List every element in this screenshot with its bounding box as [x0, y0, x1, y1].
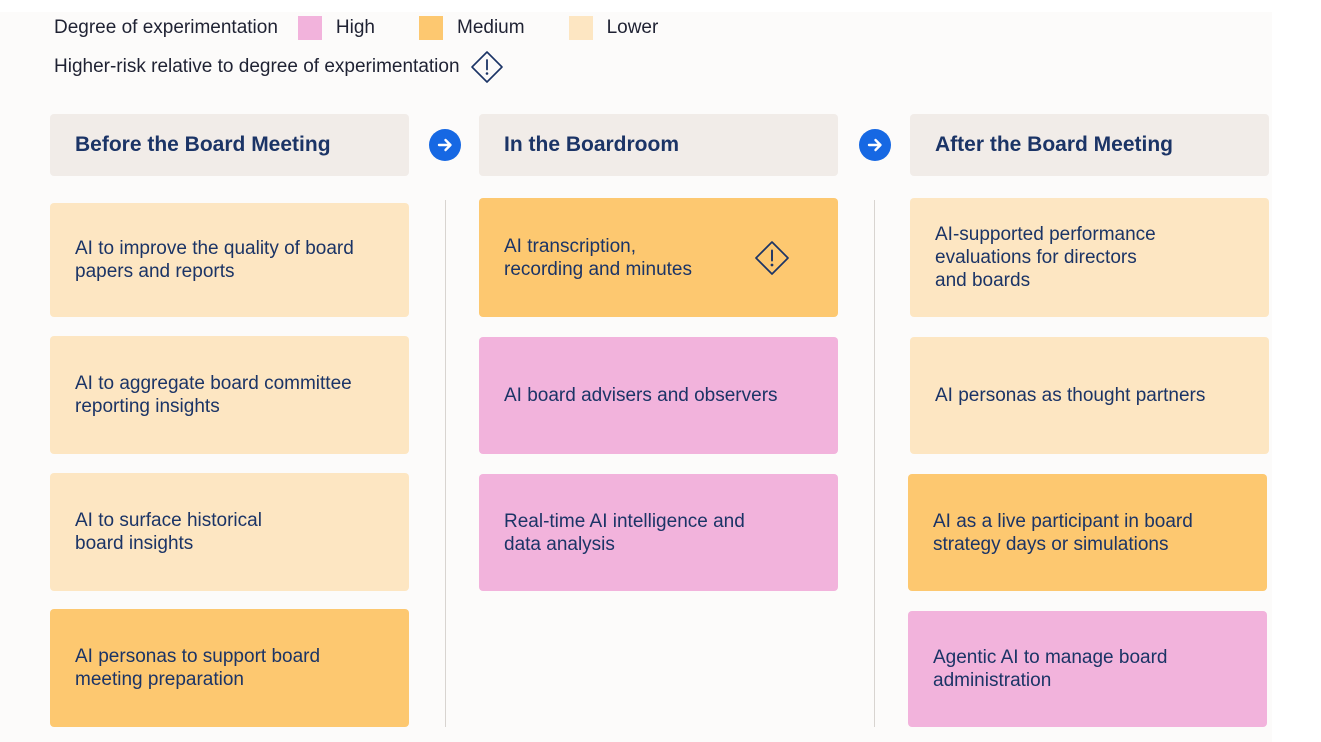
arrow-right-icon: [859, 129, 891, 161]
legend-swatch-medium: [419, 16, 443, 40]
card-transcription-minutes: AI transcription, recording and minutes: [479, 198, 838, 317]
legend-label-lower: Lower: [606, 17, 659, 38]
card-agentic-administration: Agentic AI to manage board administratio…: [908, 611, 1267, 727]
card-text: AI personas as thought partners: [935, 385, 1206, 406]
column-header-after: After the Board Meeting: [910, 114, 1269, 176]
card-improve-board-papers: AI to improve the quality of board paper…: [50, 203, 409, 317]
warning-diamond-icon: [470, 50, 504, 84]
card-text: AI transcription, recording and minutes: [504, 235, 692, 280]
card-realtime-intelligence: Real-time AI intelligence and data analy…: [479, 474, 838, 591]
card-text: AI to improve the quality of board paper…: [75, 238, 354, 282]
legend-label-medium: Medium: [457, 17, 525, 38]
legend-risk: Higher-risk relative to degree of experi…: [54, 50, 504, 84]
card-text: AI to aggregate board committee reportin…: [75, 373, 352, 417]
warning-diamond-icon: [754, 240, 790, 276]
card-thought-partners: AI personas as thought partners: [910, 337, 1269, 454]
legend-title: Degree of experimentation: [54, 17, 278, 38]
card-text: AI as a live participant in board strate…: [933, 510, 1193, 555]
card-aggregate-committee-insights: AI to aggregate board committee reportin…: [50, 336, 409, 454]
legend-swatch-high: [297, 16, 322, 40]
legend-label-high: High: [335, 17, 375, 38]
card-text: AI to surface historical board insights: [75, 510, 262, 554]
card-text: AI personas to support board meeting pre…: [75, 646, 321, 690]
column-divider: [874, 200, 875, 727]
card-board-advisers: AI board advisers and observers: [479, 337, 838, 454]
legend-swatch-lower: [568, 16, 593, 40]
card-text: Agentic AI to manage board administratio…: [933, 647, 1168, 691]
column-header-before: Before the Board Meeting: [50, 114, 409, 176]
card-personas-meeting-prep: AI personas to support board meeting pre…: [50, 609, 409, 727]
column-divider: [445, 200, 446, 727]
legend-experimentation: Degree of experimentation High Medium Lo…: [54, 16, 702, 40]
card-text: AI board advisers and observers: [504, 385, 778, 406]
card-performance-evaluations: AI-supported performance evaluations for…: [910, 198, 1269, 317]
column-header-boardroom: In the Boardroom: [479, 114, 838, 176]
card-historical-insights: AI to surface historical board insights: [50, 473, 409, 591]
card-text: AI-supported performance evaluations for…: [935, 224, 1156, 291]
arrow-right-icon: [429, 129, 461, 161]
legend-risk-label: Higher-risk relative to degree of experi…: [54, 56, 460, 77]
card-text: Real-time AI intelligence and data analy…: [504, 510, 745, 555]
card-live-participant: AI as a live participant in board strate…: [908, 474, 1267, 591]
